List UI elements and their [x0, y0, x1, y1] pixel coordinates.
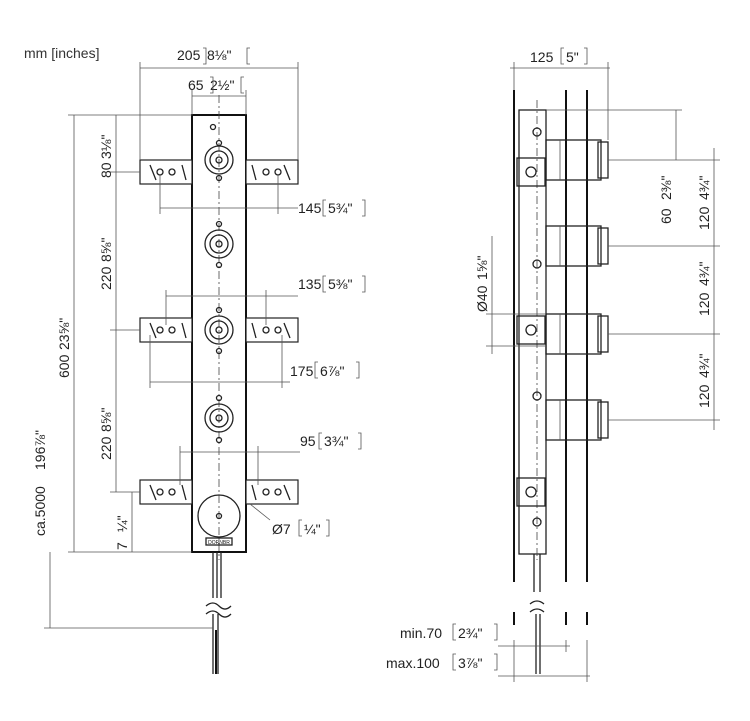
dim-120-2-inch: 4¾" — [696, 262, 712, 286]
dim-145-inch: 5¾" — [328, 200, 352, 216]
dim-80-inch: 3⅛" — [98, 135, 114, 159]
side-outlet-4 — [532, 391, 609, 441]
front-cable — [205, 552, 232, 674]
dim-120-1: 120 4¾" — [608, 148, 720, 247]
dim-175-value: 175 — [290, 363, 314, 379]
dim-dia-40: Ø40 1⅝" — [474, 236, 546, 354]
dim-60: 60 2⅜" — [546, 109, 720, 224]
dim-dia-40-inch: 1⅝" — [474, 256, 490, 280]
dim-65: 65 2½" — [188, 76, 247, 115]
dim-wall-max-inch: 3⅞" — [458, 655, 482, 671]
dim-205-value: 205 — [177, 47, 201, 63]
dim-600-value: 600 — [56, 354, 72, 378]
front-outlet-4 — [204, 394, 234, 444]
front-outlet-2 — [204, 220, 234, 269]
dim-60-inch: 2⅜" — [658, 176, 674, 200]
units-label: mm [inches] — [24, 45, 99, 61]
dim-220-lower-value: 220 — [98, 436, 114, 460]
dim-wall-min-inch: 2¾" — [458, 625, 482, 641]
dim-hole-dia: Ø7 ¼" — [249, 503, 330, 537]
front-connector-box — [197, 494, 241, 546]
dim-120-3-value: 120 — [696, 384, 712, 408]
dim-125-inch: 5" — [566, 49, 579, 65]
dim-205: 205 8⅛" — [139, 47, 299, 160]
side-outlet-1 — [516, 139, 609, 187]
side-cable — [513, 554, 588, 674]
dim-145: 145 5¾" — [159, 175, 366, 217]
dim-220-upper-value: 220 — [98, 266, 114, 290]
dim-205-inch: 8⅛" — [207, 47, 231, 63]
dim-120-1-value: 120 — [696, 206, 712, 230]
dim-hole-dia-inch: ¼" — [304, 521, 321, 537]
side-bracket-bottom — [516, 477, 546, 527]
dim-220-upper: 220 8⅝" — [98, 172, 140, 331]
dim-7-inch: ¼" — [114, 515, 130, 532]
dim-220-lower: 220 8⅝" — [98, 330, 140, 493]
dim-135: 135 5⅜" — [165, 275, 366, 325]
dim-5000-value: ca.5000 — [32, 486, 48, 536]
dim-135-value: 135 — [298, 276, 322, 292]
front-outlet-3 — [204, 306, 234, 355]
dim-175-inch: 6⅞" — [320, 363, 344, 379]
dim-175: 175 6⅞" — [149, 335, 360, 388]
dim-95-value: 95 — [300, 433, 316, 449]
dim-145-value: 145 — [298, 200, 322, 216]
front-outlet-1 — [204, 123, 234, 182]
front-view: DORNBR 205 8⅛" 65 2½" — [32, 47, 366, 674]
dim-80-value: 80 — [98, 162, 114, 178]
dim-135-inch: 5⅜" — [328, 276, 352, 292]
dim-120-3: 120 4¾" — [608, 334, 720, 421]
side-outlet-3 — [516, 313, 609, 355]
dim-120-1-inch: 4¾" — [696, 176, 712, 200]
dim-65-value: 65 — [188, 77, 204, 93]
dim-5000-inch: 196⅞" — [32, 430, 48, 470]
dim-dia-40-value: Ø40 — [474, 285, 490, 312]
dim-wall-max-value: max.100 — [386, 655, 440, 671]
dim-120-3-inch: 4¾" — [696, 354, 712, 378]
dim-80: 80 3⅛" — [98, 114, 192, 178]
dim-wall-min: min.70 2¾" — [400, 623, 570, 647]
dim-95-inch: 3¾" — [324, 433, 348, 449]
dim-hole-dia-value: Ø7 — [272, 521, 291, 537]
dim-wall-max: max.100 3⅞" — [386, 640, 590, 682]
bracket-top — [139, 159, 299, 185]
dim-220-upper-inch: 8⅝" — [98, 238, 114, 262]
dim-120-2-value: 120 — [696, 292, 712, 316]
dim-125: 125 5" — [510, 47, 610, 140]
dim-600: 600 23⅝" — [56, 114, 126, 553]
dim-5000: ca.5000 196⅞" — [32, 430, 213, 629]
dim-220-lower-inch: 8⅝" — [98, 408, 114, 432]
dim-7: 7 ¼" — [114, 492, 192, 553]
brand-mark: DORNBR — [208, 540, 230, 546]
side-view: 125 5" 60 2⅜" 120 4¾" 120 4¾" — [386, 47, 720, 682]
side-outlet-2 — [532, 225, 609, 269]
dim-600-inch: 23⅝" — [56, 318, 72, 350]
dim-wall-min-value: min.70 — [400, 625, 442, 641]
dim-7-value: 7 — [114, 542, 130, 550]
dim-120-2: 120 4¾" — [608, 246, 720, 335]
dim-65-inch: 2½" — [210, 77, 234, 93]
dim-125-value: 125 — [530, 49, 554, 65]
dim-60-value: 60 — [658, 208, 674, 224]
dim-95: 95 3¾" — [179, 432, 362, 485]
